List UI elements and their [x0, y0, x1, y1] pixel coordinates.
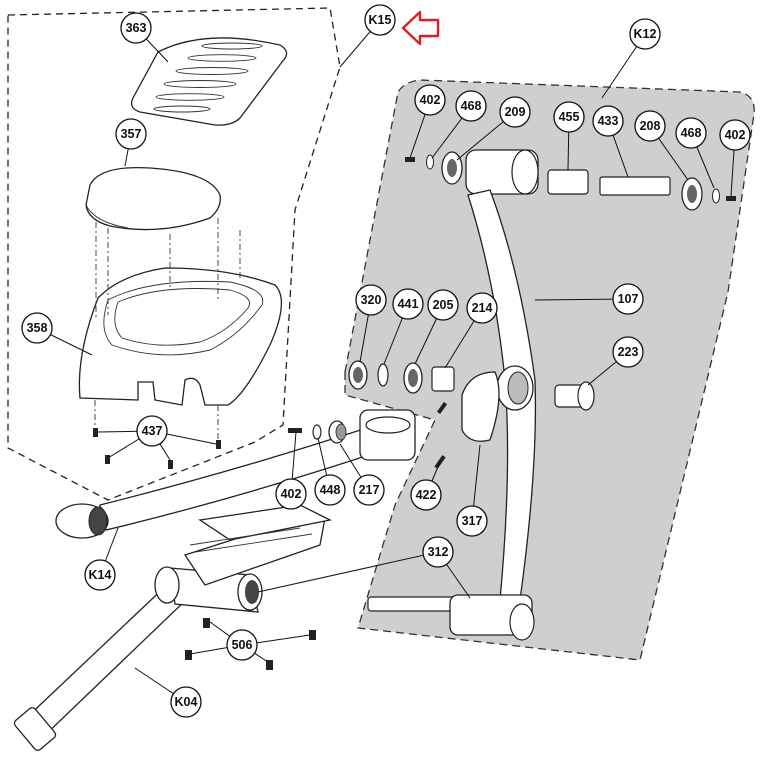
callout-312: 312 — [422, 536, 454, 568]
svg-text:358: 358 — [27, 321, 48, 335]
svg-text:214: 214 — [472, 301, 493, 315]
callout-209: 209 — [499, 96, 531, 128]
svg-text:402: 402 — [420, 93, 441, 107]
k15-kit-boundary — [7, 7, 341, 501]
callout-107: 107 — [612, 283, 644, 315]
callout-468-top-right: 468 — [675, 117, 707, 149]
k12-kit-region — [344, 79, 755, 661]
svg-text:317: 317 — [462, 514, 483, 528]
svg-text:312: 312 — [428, 545, 449, 559]
svg-text:448: 448 — [320, 483, 341, 497]
svg-text:107: 107 — [618, 292, 639, 306]
screws-506 — [185, 618, 316, 670]
arm-assembly-k12 — [367, 149, 595, 641]
svg-text:468: 468 — [461, 99, 482, 113]
seat-tube-k14 — [55, 409, 416, 539]
callout-217: 217 — [353, 474, 385, 506]
svg-text:205: 205 — [433, 298, 454, 312]
callout-422: 422 — [410, 479, 442, 511]
svg-text:K12: K12 — [634, 27, 657, 41]
svg-text:223: 223 — [618, 345, 639, 359]
screws-437 — [93, 428, 221, 469]
svg-text:K04: K04 — [175, 695, 198, 709]
small-parts-402-448-217 — [288, 420, 347, 444]
callout-468-top-left: 468 — [455, 90, 487, 122]
callout-433: 433 — [592, 105, 624, 137]
axle-parts — [405, 151, 736, 211]
callout-506: 506 — [226, 629, 258, 661]
svg-text:209: 209 — [505, 105, 526, 119]
svg-text:217: 217 — [359, 483, 380, 497]
callout-448: 448 — [314, 474, 346, 506]
svg-text:402: 402 — [725, 128, 746, 142]
svg-text:441: 441 — [398, 297, 419, 311]
callout-k12: K12 — [629, 18, 661, 50]
callout-402-top-left: 402 — [414, 84, 446, 116]
seat-shell-358 — [78, 267, 283, 406]
svg-text:K14: K14 — [89, 568, 112, 582]
svg-text:422: 422 — [416, 488, 437, 502]
callout-320: 320 — [355, 284, 387, 316]
svg-text:208: 208 — [640, 119, 661, 133]
svg-text:K15: K15 — [369, 13, 392, 27]
callout-455: 455 — [553, 101, 585, 133]
seat-pad-357 — [85, 166, 221, 231]
callout-k04: K04 — [170, 686, 202, 718]
red-outline-arrow-icon — [401, 10, 440, 46]
svg-text:363: 363 — [126, 21, 147, 35]
svg-text:433: 433 — [598, 114, 619, 128]
callout-k15: K15 — [364, 4, 396, 36]
callout-441: 441 — [392, 288, 424, 320]
svg-text:320: 320 — [361, 293, 382, 307]
svg-text:437: 437 — [142, 424, 163, 438]
svg-text:455: 455 — [559, 110, 580, 124]
svg-text:468: 468 — [681, 126, 702, 140]
callout-205: 205 — [427, 289, 459, 321]
svg-text:506: 506 — [232, 638, 253, 652]
callout-357: 357 — [115, 118, 147, 150]
callout-363: 363 — [120, 12, 152, 44]
bearing-parts — [348, 360, 455, 394]
svg-text:357: 357 — [121, 127, 142, 141]
callout-208: 208 — [634, 110, 666, 142]
callout-358: 358 — [21, 312, 53, 344]
svg-text:402: 402 — [281, 487, 302, 501]
callout-402-middle: 402 — [275, 478, 307, 510]
callout-k14: K14 — [84, 559, 116, 591]
main-post-k04 — [13, 504, 332, 751]
callout-437: 437 — [136, 415, 168, 447]
callout-317: 317 — [456, 505, 488, 537]
callout-223: 223 — [612, 336, 644, 368]
seat-cover-363 — [130, 37, 288, 126]
callout-214: 214 — [466, 292, 498, 324]
callout-402-top-right: 402 — [719, 119, 751, 151]
